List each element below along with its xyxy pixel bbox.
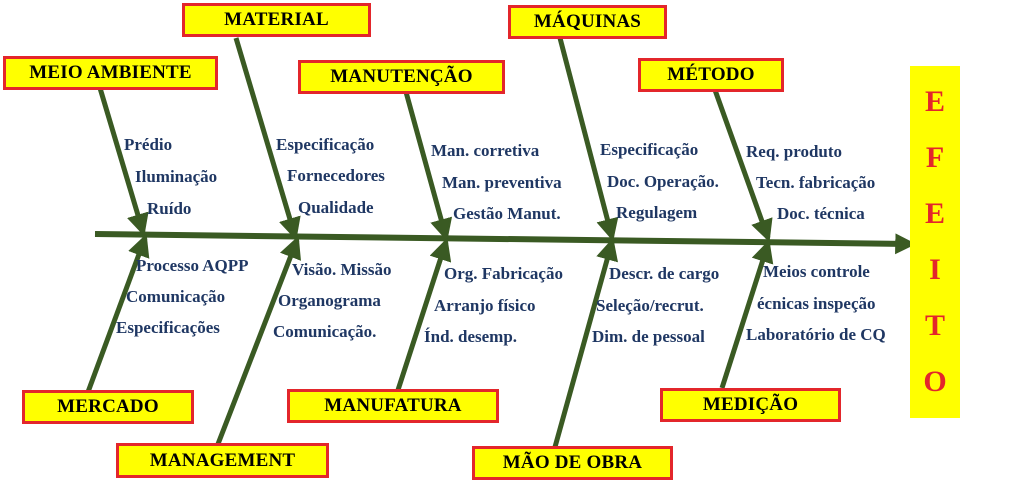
cause-text: Doc. técnica bbox=[777, 204, 865, 223]
effect-letter: E bbox=[924, 85, 945, 118]
cause-text: Gestão Manut. bbox=[453, 204, 561, 223]
bone-mercado bbox=[85, 233, 150, 393]
cause-text: Doc. Operação. bbox=[607, 172, 719, 191]
effect-box: E F E I T O bbox=[910, 66, 960, 418]
category-metodo: MÉTODO bbox=[638, 58, 784, 92]
cause-text: Prédio bbox=[124, 135, 173, 154]
cause-text: Processo AQPP bbox=[136, 256, 249, 275]
bone-medicao bbox=[719, 239, 774, 389]
effect-letter: E bbox=[924, 197, 945, 230]
cause-text: Especificação bbox=[600, 140, 699, 159]
cause-text: Laboratório de CQ bbox=[746, 325, 886, 344]
cause-text: Seleção/recrut. bbox=[596, 296, 704, 315]
cause-text: Man. corretiva bbox=[431, 141, 540, 160]
cause-text: Ruído bbox=[147, 199, 192, 218]
cause-text: Comunicação. bbox=[273, 322, 377, 341]
category-medicao: MEDIÇÃO bbox=[660, 388, 841, 422]
cause-text: Arranjo físico bbox=[434, 296, 536, 315]
cause-text: Iluminação bbox=[135, 167, 218, 186]
category-mercado: MERCADO bbox=[22, 390, 194, 424]
cause-text: Especificação bbox=[276, 135, 375, 154]
cause-text: Visão. Missão bbox=[292, 260, 392, 279]
effect-letter: T bbox=[924, 309, 945, 342]
bone-metodo bbox=[712, 89, 773, 243]
spine-arrow bbox=[94, 231, 917, 255]
bone-maquinas bbox=[557, 37, 619, 242]
cause-text: Man. preventiva bbox=[442, 173, 562, 192]
effect-letter: F bbox=[925, 141, 945, 174]
effect-letter: O bbox=[923, 365, 947, 398]
cause-text: Org. Fabricação bbox=[444, 264, 563, 283]
bone-material bbox=[233, 37, 301, 241]
category-mao-de-obra: MÃO DE OBRA bbox=[472, 446, 673, 480]
category-meio-ambiente: MEIO AMBIENTE bbox=[3, 56, 218, 90]
cause-text: Tecn. fabricação bbox=[756, 173, 876, 192]
category-manutencao: MANUTENÇÃO bbox=[298, 60, 505, 94]
category-manufatura: MANUFATURA bbox=[287, 389, 499, 423]
category-management: MANAGEMENT bbox=[116, 443, 329, 478]
category-material: MATERIAL bbox=[182, 3, 371, 37]
category-maquinas: MÁQUINAS bbox=[508, 5, 667, 39]
cause-text: Índ. desemp. bbox=[424, 327, 518, 346]
bone-management bbox=[215, 235, 301, 445]
cause-text: écnicas inspeção bbox=[757, 294, 876, 313]
cause-text: Descr. de cargo bbox=[609, 264, 720, 283]
cause-text: Regulagem bbox=[616, 203, 698, 222]
cause-text: Comunicação bbox=[126, 287, 226, 306]
bone-meio-ambiente bbox=[97, 87, 149, 237]
cause-text: Fornecedores bbox=[287, 166, 385, 185]
cause-text: Meios controle bbox=[763, 262, 870, 281]
cause-text: Req. produto bbox=[746, 142, 843, 161]
cause-text: Dim. de pessoal bbox=[592, 327, 705, 346]
bone-manufatura bbox=[395, 237, 452, 391]
effect-letter: I bbox=[929, 253, 941, 286]
bone-manutencao bbox=[403, 91, 453, 242]
cause-text: Organograma bbox=[278, 291, 381, 310]
cause-text: Especificações bbox=[116, 318, 220, 337]
bone-mao-de-obra bbox=[552, 237, 619, 448]
cause-text: Qualidade bbox=[298, 198, 374, 217]
